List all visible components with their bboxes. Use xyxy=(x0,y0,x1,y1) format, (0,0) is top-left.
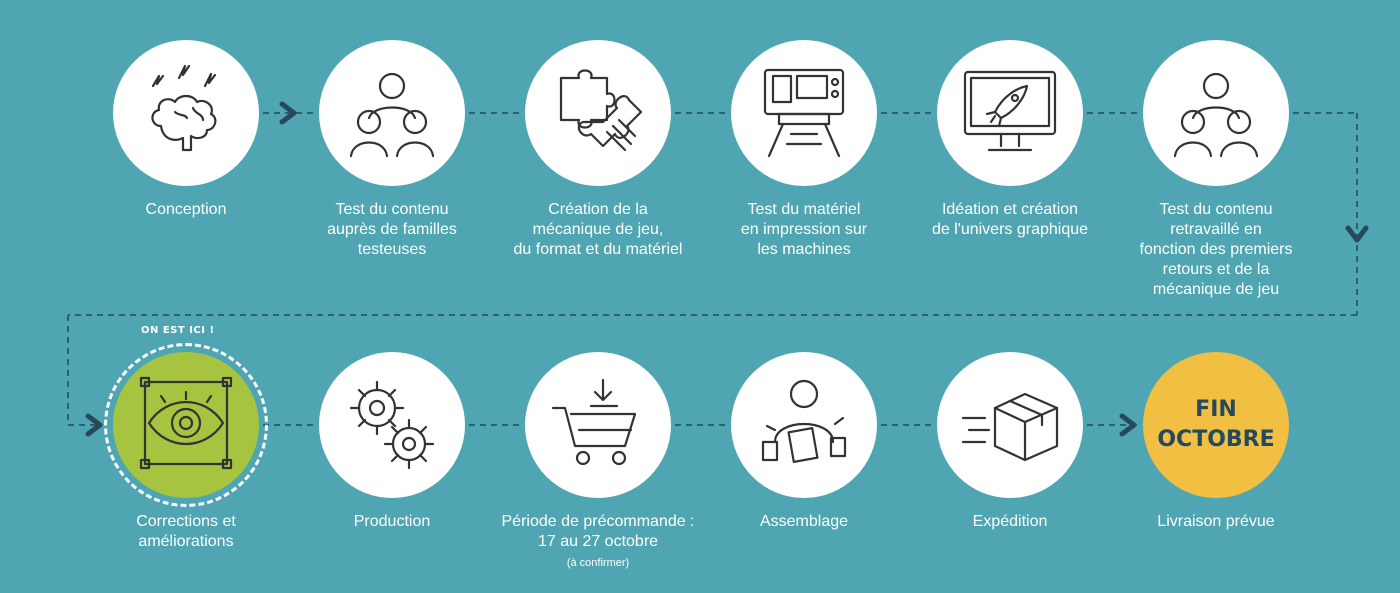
current-step-ring xyxy=(104,343,268,507)
brain-lightning-icon xyxy=(131,56,241,171)
step-circle xyxy=(525,352,671,498)
step-circle xyxy=(319,40,465,186)
step-label: Production xyxy=(353,513,431,530)
step-label: Période de précommande : 17 au 27 octobr… xyxy=(501,513,695,550)
step-circle xyxy=(937,352,1083,498)
step-circle xyxy=(319,352,465,498)
final-date-text: FIN OCTOBRE xyxy=(1157,397,1275,452)
assembling-person-icon xyxy=(749,368,859,483)
step-circle xyxy=(113,40,259,186)
step-label: Test du contenu retravaillé en fonction … xyxy=(1139,201,1293,298)
printer-machine-icon xyxy=(749,56,859,171)
step-circle xyxy=(113,352,259,498)
step-label: Test du contenu auprès de familles teste… xyxy=(327,201,457,258)
arrow-right-icon xyxy=(279,101,297,125)
final-date-circle: FIN OCTOBRE xyxy=(1143,352,1289,498)
step-circle xyxy=(525,40,671,186)
step-label: Test du matériel en impression sur les m… xyxy=(740,201,868,258)
step-circle xyxy=(1143,40,1289,186)
step-label: Livraison prévue xyxy=(1157,513,1275,530)
arrow-down-icon xyxy=(1345,225,1369,243)
delivery-box-icon xyxy=(955,368,1065,483)
family-icon xyxy=(1161,56,1271,171)
shopping-cart-icon xyxy=(543,368,653,483)
gears-icon xyxy=(337,368,447,483)
step-label: Expédition xyxy=(972,513,1048,530)
step-label: Corrections et améliorations xyxy=(136,513,236,550)
step-sublabel: (à confirmer) xyxy=(566,557,630,569)
step-label: Idéation et création de l'univers graphi… xyxy=(931,201,1089,238)
step-circle xyxy=(731,40,877,186)
arrow-right-icon xyxy=(85,413,103,437)
step-circle xyxy=(731,352,877,498)
family-icon xyxy=(337,56,447,171)
step-label: Assemblage xyxy=(759,513,849,530)
step-label: Conception xyxy=(145,201,227,218)
puzzle-icon xyxy=(543,56,653,171)
eye-target-icon xyxy=(131,368,241,483)
step-label: Création de la mécanique de jeu, du form… xyxy=(513,201,683,258)
arrow-right-icon xyxy=(1119,413,1137,437)
step-circle xyxy=(937,40,1083,186)
current-step-marker: ON EST ICI ! xyxy=(141,325,215,336)
monitor-rocket-icon xyxy=(955,56,1065,171)
